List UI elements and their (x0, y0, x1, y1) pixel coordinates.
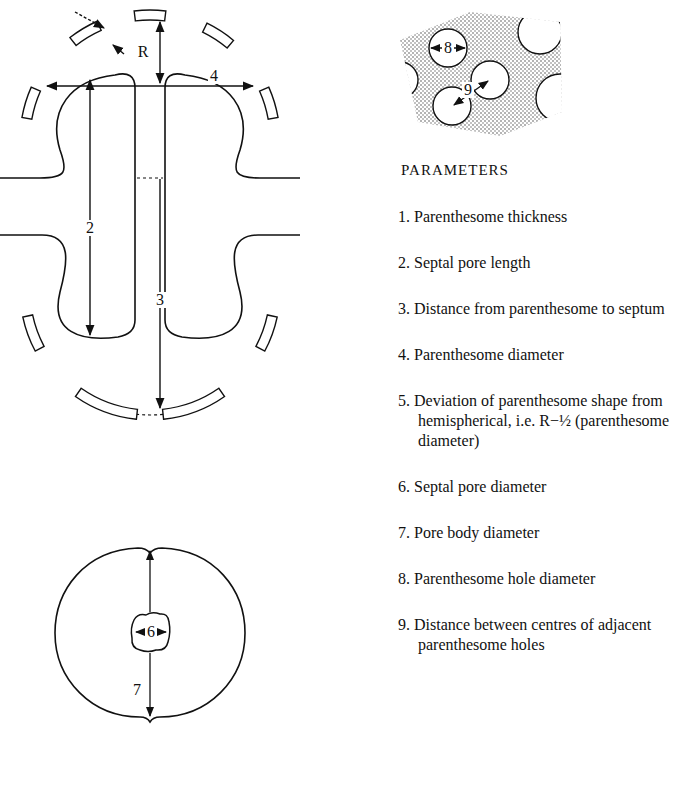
swelling-right (165, 74, 300, 338)
parameter-item: 4. Parenthesome diameter (398, 345, 687, 365)
parenthesome-segment (70, 21, 101, 45)
hole (471, 61, 509, 99)
pore-body (55, 548, 245, 722)
callout-number: 8 (442, 40, 454, 56)
diameter-arrow (47, 85, 253, 86)
body-diameter-arrow (149, 551, 150, 612)
parenthesome (22, 10, 278, 419)
callout-number: 7 (131, 682, 143, 698)
hole (382, 62, 418, 98)
callout-number: 4 (208, 68, 220, 84)
hole-spacing-arrow (454, 81, 488, 105)
parameter-item: 9. Distance between centres of adjacent … (398, 615, 687, 655)
callout-number: 3 (154, 292, 166, 308)
parameter-item: 5. Deviation of parenthesome shape from … (398, 391, 687, 451)
parenthesome-segment (256, 315, 277, 351)
septal-pore (131, 613, 169, 652)
body-diameter-arrow (149, 653, 150, 716)
hole (518, 10, 562, 54)
parenthesome-holes (382, 10, 584, 125)
list-heading: PARAMETERS (401, 162, 509, 179)
hole (429, 29, 467, 67)
septal-swelling (0, 74, 300, 338)
hole (536, 74, 584, 122)
parameter-item: 7. Pore body diameter (398, 523, 687, 543)
thickness-arrow (113, 45, 124, 54)
parenthesome-segment (22, 87, 40, 119)
parenthesome-segment (163, 388, 225, 419)
parenthesome-segment (203, 23, 234, 48)
radius-arrow (159, 22, 160, 83)
parameter-item: 3. Distance from parenthesome to septum (398, 299, 687, 319)
septum-level (137, 177, 163, 178)
parenthesome-segment (260, 87, 278, 119)
drawing-part (47, 12, 253, 408)
parenthesome-gap (137, 414, 163, 416)
pore-length-arrow (89, 80, 90, 335)
parenthesome-segment (23, 315, 44, 351)
parameter-item: 6. Septal pore diameter (398, 477, 687, 497)
callout-number: 2 (84, 220, 96, 236)
parameter-item: 2. Septal pore length (398, 253, 687, 273)
parenthesome-segment (134, 10, 166, 21)
callout-number: R (136, 44, 151, 60)
parenthesome-segment (75, 388, 137, 419)
callout-number: 6 (145, 624, 157, 640)
callout-number: 9 (462, 82, 474, 98)
parameter-item: 8. Parenthesome hole diameter (398, 569, 687, 589)
drawing-part (431, 48, 488, 105)
swelling-left (0, 74, 135, 338)
parameter-item: 1. Parenthesome thickness (398, 207, 687, 227)
thickness-arrow (75, 12, 104, 28)
